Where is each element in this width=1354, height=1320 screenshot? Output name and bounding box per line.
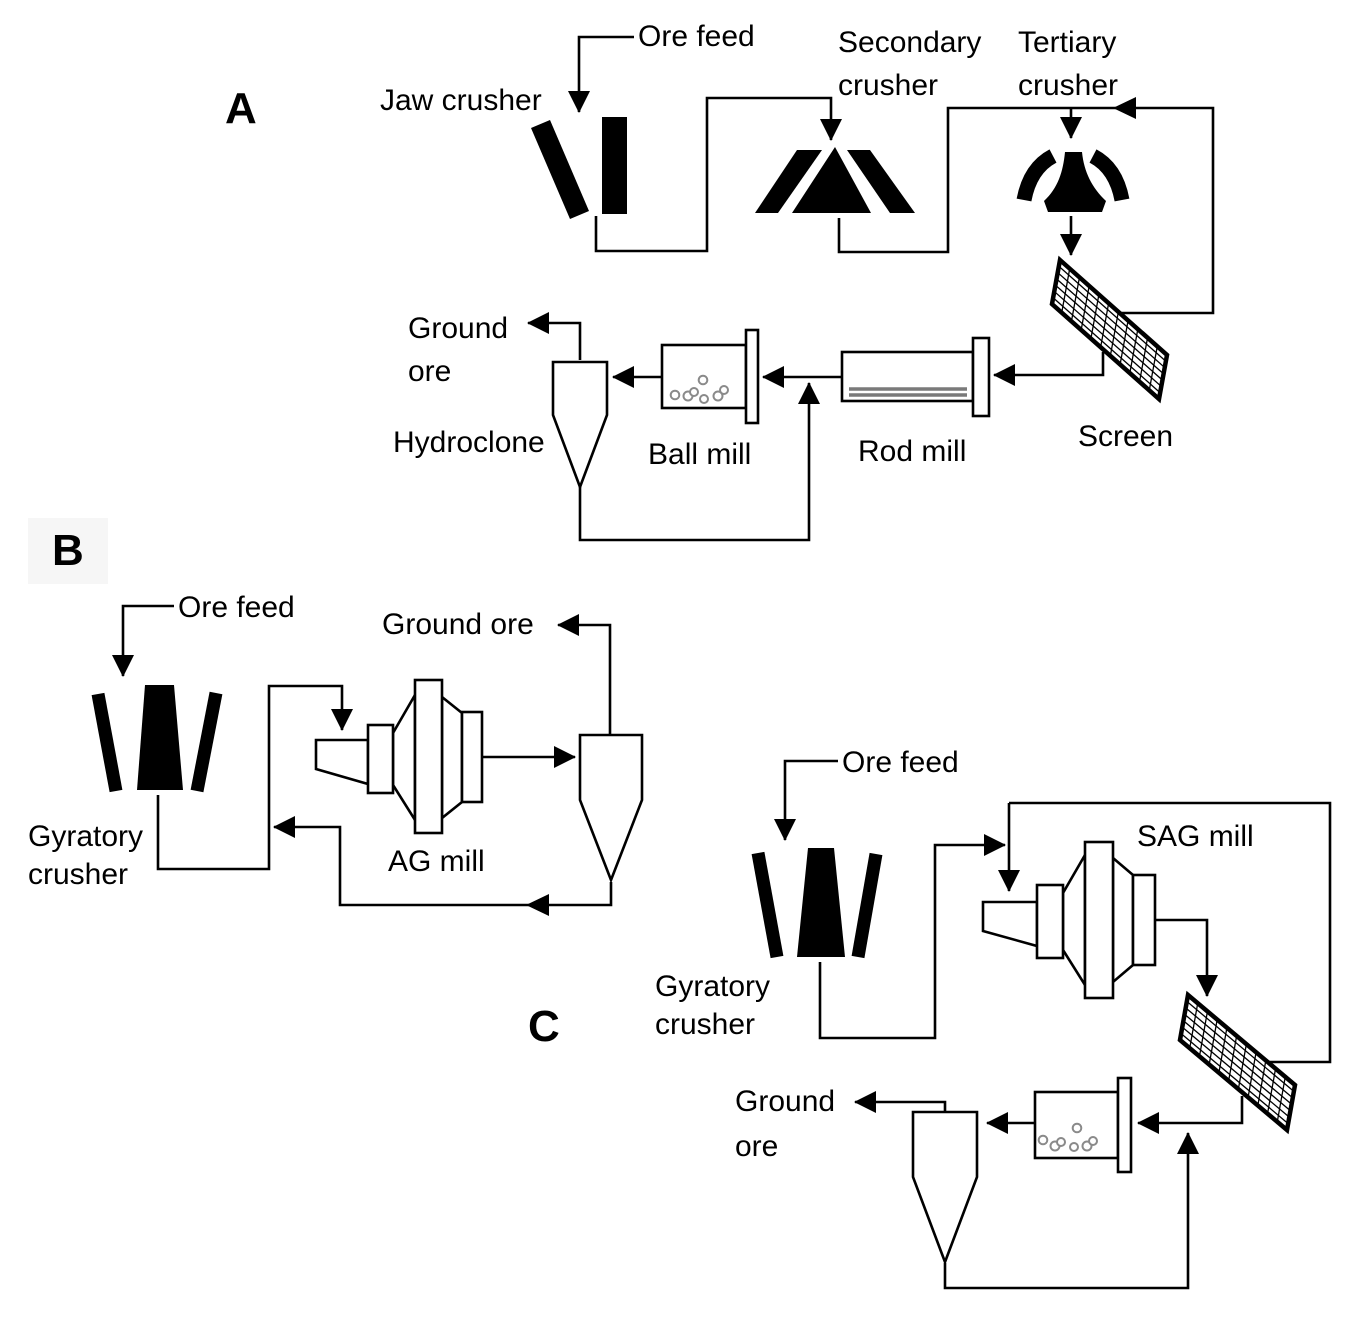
jaw-crusher-icon — [531, 117, 627, 219]
label-gyratory-c-line2: crusher — [655, 1008, 755, 1041]
flow-jaw-to-secondary — [594, 96, 842, 253]
recycle-a-arrowhead — [1113, 97, 1136, 119]
label-ground-c-line2: ore — [735, 1130, 778, 1163]
label-ag-mill: AG mill — [388, 845, 485, 878]
flow-cyclone-c-underflow-recycle — [943, 1132, 1199, 1290]
label-ground-ore-b: Ground ore — [382, 608, 534, 641]
section-b-label-box — [28, 518, 108, 584]
flow-lines — [112, 35, 1332, 1290]
section-label-a: A — [225, 84, 257, 133]
gyratory-crusher-icon-b — [91, 685, 223, 793]
section-label-c: C — [528, 1002, 560, 1051]
label-ground-c-line1: Ground — [735, 1085, 835, 1118]
flow-secondary-to-tertiary — [837, 106, 1071, 254]
label-hydroclone: Hydroclone — [393, 426, 545, 459]
label-screen-a: Screen — [1078, 420, 1173, 453]
flow-gyratory-b-to-agmill — [156, 684, 353, 871]
ag-mill-icon — [314, 678, 484, 835]
ball-mill-icon-a — [660, 328, 760, 425]
flow-cyclone-b-underflow-recycle — [273, 816, 613, 907]
screen-icon-c — [1177, 990, 1298, 1135]
flow-screen-to-ballmill-c — [1137, 1096, 1244, 1134]
flow-screen-oversize-recycle-a — [1071, 106, 1215, 315]
recycle-b-arrowhead — [526, 894, 549, 916]
label-secondary-crusher-line1: Secondary — [838, 26, 981, 59]
label-ground-a-line2: ore — [408, 355, 451, 388]
rod-mill-icon — [840, 336, 991, 418]
label-tertiary-crusher-line1: Tertiary — [1018, 26, 1116, 59]
label-ball-mill-a: Ball mill — [648, 438, 751, 471]
flow-cyclone-b-overflow — [557, 614, 612, 735]
flow-screen-oversize-recycle-c — [1009, 801, 1332, 1064]
cyclone-icon-b — [578, 733, 644, 884]
section-label-b: B — [52, 526, 84, 575]
flow-ore-feed-c — [774, 759, 838, 841]
label-ore-feed-c: Ore feed — [842, 746, 959, 779]
flow-ore-feed-b — [112, 604, 174, 677]
label-gyratory-b-line1: Gyratory — [28, 820, 143, 853]
label-sag-mill: SAG mill — [1137, 820, 1254, 853]
flow-gyratory-c-to-sag-junction — [818, 834, 1006, 1040]
label-gyratory-b-line2: crusher — [28, 858, 128, 891]
flow-hydroclone-underflow-recycle — [578, 382, 820, 542]
label-rod-mill: Rod mill — [858, 435, 966, 468]
label-tertiary-crusher-line2: crusher — [1018, 69, 1118, 102]
label-ore-feed-a: Ore feed — [638, 20, 755, 53]
label-secondary-crusher-line2: crusher — [838, 69, 938, 102]
flow-hydroclone-overflow — [527, 312, 582, 360]
cyclone-icon-c — [911, 1110, 979, 1266]
flow-sag-to-screen — [1155, 918, 1218, 997]
flow-cyclone-c-overflow — [854, 1091, 947, 1113]
sag-mill-icon — [981, 840, 1157, 1000]
label-jaw-crusher: Jaw crusher — [380, 84, 542, 117]
gyratory-crusher-icon-c — [751, 848, 883, 959]
label-ore-feed-b: Ore feed — [178, 591, 295, 624]
secondary-crusher-icon — [755, 147, 915, 213]
label-ground-a-line1: Ground — [408, 312, 508, 345]
flow-ore-feed-a — [568, 35, 634, 113]
hydroclone-icon — [551, 360, 609, 491]
tertiary-crusher-icon — [1016, 149, 1130, 212]
ball-mill-icon-c — [1033, 1076, 1133, 1174]
screen-icon-a — [1049, 255, 1170, 404]
label-gyratory-c-line1: Gyratory — [655, 970, 770, 1003]
flow-screen-to-rodmill — [993, 352, 1105, 386]
